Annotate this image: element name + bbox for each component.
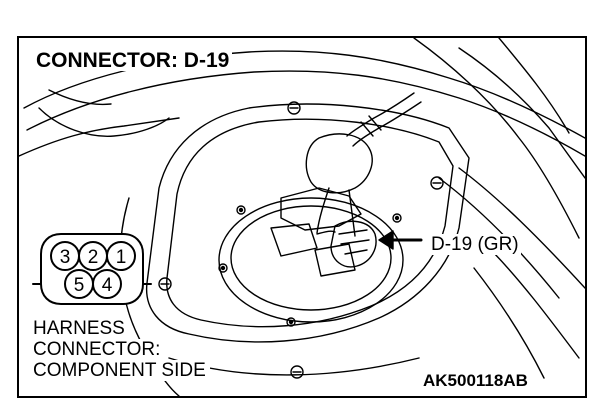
vehicle-floor-illustration: 3 2 1 5 4: [19, 38, 585, 396]
rear-panel-line-inner: [26, 70, 585, 157]
pump-flange: [218, 197, 404, 323]
hose-clamp: [360, 115, 382, 137]
right-diagonal-1: [438, 177, 560, 299]
diagram-frame: 3 2 1 5 4 CONNECTOR: D-19 D-19 (GR) HARN…: [17, 36, 587, 398]
pin-4-label: 4: [102, 275, 113, 296]
connector-face-diagram: [32, 233, 152, 305]
pump-bracket: [280, 187, 362, 231]
hose-boot: [305, 133, 373, 194]
connector-pin-labels: 3 2 1 5 4: [60, 247, 127, 296]
connector-callout-label: D-19 (GR): [429, 234, 521, 255]
figure-code: AK500118AB: [421, 371, 530, 390]
pin-1-label: 1: [116, 247, 127, 268]
floor-recess-inner: [166, 118, 454, 328]
harness-connector-caption: HARNESS CONNECTOR: COMPONENT SIDE: [33, 318, 210, 381]
diagram-title: CONNECTOR: D-19: [33, 50, 233, 71]
harness-caption-line-1: HARNESS: [33, 318, 129, 339]
hose-down-1: [316, 187, 330, 234]
fuel-hose-outer: [346, 92, 415, 137]
left-trim-curve-2: [48, 89, 112, 106]
pin-2-label: 2: [88, 247, 99, 268]
flange-bolts: [218, 205, 402, 327]
right-panel-line-3: [498, 38, 570, 134]
pump-wire-1: [316, 230, 336, 235]
right-panel-line: [458, 47, 585, 179]
right-panel-line-2: [413, 38, 580, 239]
callout-arrow-head: [378, 230, 394, 250]
left-panel-fold: [19, 117, 180, 157]
pin-5-label: 5: [74, 275, 85, 296]
right-diagonal-2: [458, 167, 585, 289]
floor-recess-outline: [145, 103, 470, 343]
pump-connector-d19: [330, 220, 377, 268]
pump-connector-detail: [338, 229, 370, 255]
pin-3-label: 3: [60, 247, 71, 268]
pump-connector-block-1: [270, 223, 318, 257]
pump-connector-block-2: [314, 243, 356, 277]
pump-flange-inner: [230, 205, 392, 311]
right-diagonal-3: [488, 247, 580, 359]
rear-panel-line: [23, 50, 585, 139]
harness-caption-line-2: CONNECTOR:: [33, 339, 165, 360]
harness-caption-line-3: COMPONENT SIDE: [33, 360, 210, 381]
panel-screws: [158, 101, 444, 379]
left-trim-curve: [38, 107, 170, 137]
right-diagonal-4: [473, 267, 545, 379]
